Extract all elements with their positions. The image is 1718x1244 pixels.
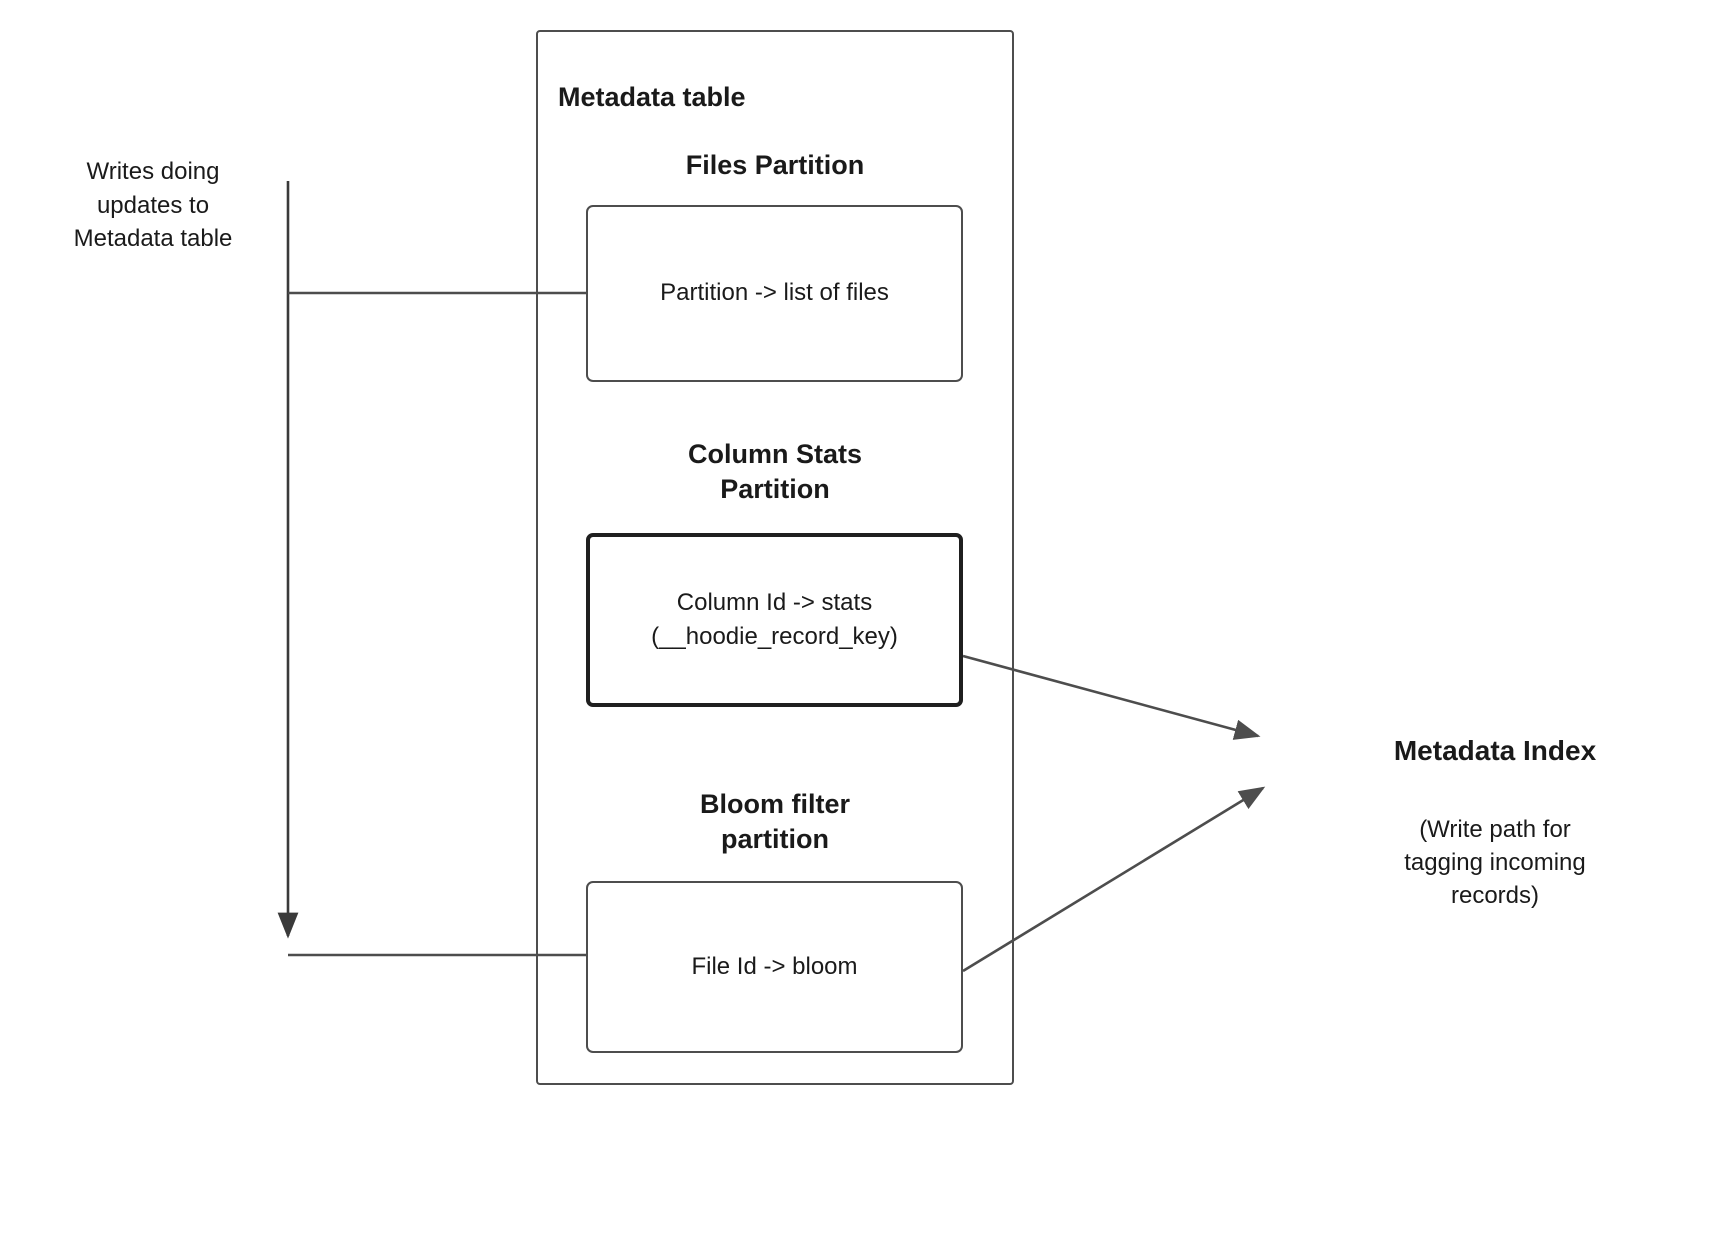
writes-note-label: Writes doing updates to Metadata table (73, 158, 233, 253)
section-heading-column-stats-partition: Column Stats Partition (687, 439, 862, 505)
metadata-index-sublabel: (Write path for tagging incoming records… (1404, 816, 1586, 910)
metadata-index-label: Metadata Index (1393, 735, 1597, 766)
files-partition-box[interactable]: Partition -> list of files (586, 205, 963, 382)
section-heading-bloom-filter-partition: Bloom filter partition (699, 789, 850, 855)
section-heading-files-partition: Files Partition (685, 150, 865, 180)
bloom-filter-box[interactable]: File Id -> bloom (586, 881, 963, 1053)
metadata-table-container (536, 30, 1014, 1085)
metadata-table-title: Metadata table (558, 82, 746, 112)
files-partition-box-text: Partition -> list of files (660, 279, 889, 307)
bloom-filter-box-text: File Id -> bloom (691, 952, 858, 980)
column-stats-box[interactable]: Column Id -> stats (__hoodie_record_key) (586, 533, 963, 707)
column-stats-box-text: Column Id -> stats (__hoodie_record_key) (651, 588, 898, 650)
